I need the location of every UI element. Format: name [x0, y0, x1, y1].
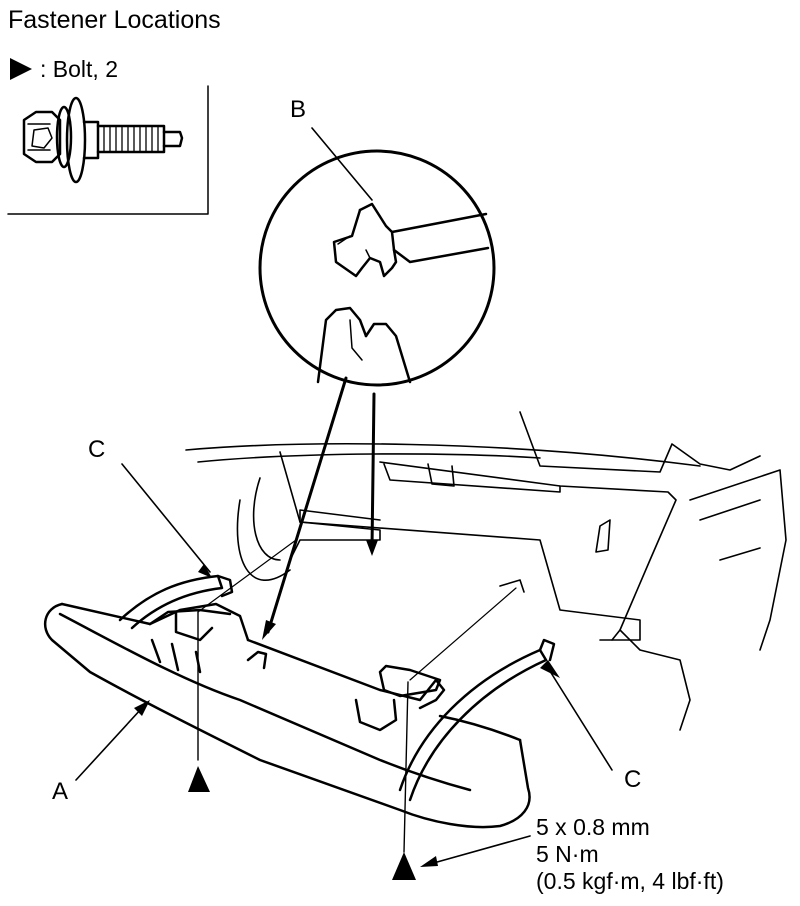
stays	[118, 574, 556, 802]
bolt-inset	[7, 85, 209, 215]
bolt-markers	[188, 539, 517, 880]
label-c-left: C	[88, 436, 106, 463]
dashboard-frame	[185, 411, 787, 731]
bolt-marker-right	[392, 852, 416, 880]
page-title: Fastener Locations	[8, 6, 221, 34]
torque-spec: 5 x 0.8 mm 5 N·m (0.5 kgf·m, 4 lbf·ft)	[536, 814, 724, 895]
triangle-marker-icon	[10, 58, 32, 80]
glove-box-lid	[43, 602, 531, 829]
spec-torque-alt: (0.5 kgf·m, 4 lbf·ft)	[536, 868, 724, 894]
detail-circle	[258, 127, 496, 640]
label-c-right: C	[624, 766, 642, 793]
leader-lines	[75, 463, 613, 867]
bolt-marker-left	[188, 766, 210, 792]
label-a: A	[52, 778, 69, 805]
legend-text: : Bolt, 2	[40, 55, 118, 82]
legend: : Bolt, 2	[8, 56, 118, 82]
label-b: B	[290, 96, 307, 123]
spec-torque-nm: 5 N·m	[536, 841, 599, 867]
spec-size: 5 x 0.8 mm	[536, 814, 650, 840]
